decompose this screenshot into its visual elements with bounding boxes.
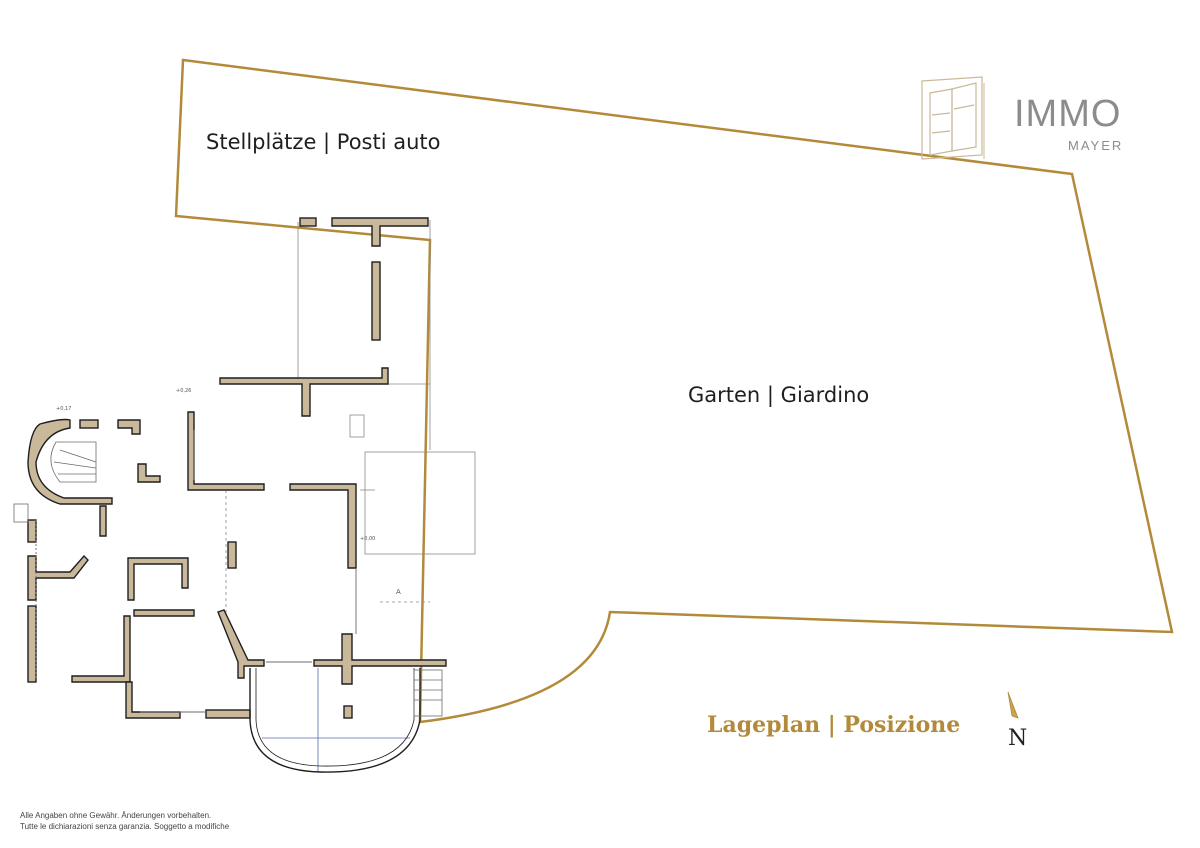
- level-label: +0,26: [176, 388, 191, 394]
- plan-title: Lageplan | Posizione: [707, 712, 961, 738]
- property-boundary: [174, 58, 1174, 724]
- construction-lines: [225, 220, 476, 772]
- disclaimer-line-de: Alle Angaben ohne Gewähr. Änderungen vor…: [20, 811, 212, 820]
- north-letter: N: [1008, 726, 1028, 751]
- disclaimer-line-it: Tutte le dichiarazioni senza garanzia. S…: [20, 822, 230, 831]
- conservatory-outline: [249, 668, 421, 773]
- logo-word: IMMO: [1014, 93, 1122, 135]
- immo-mayer-logo: IMMO MAYER: [918, 75, 1128, 165]
- parking-label: Stellplätze | Posti auto: [206, 130, 441, 154]
- level-label: +0,00: [360, 536, 375, 542]
- outdoor-steps: [413, 669, 443, 717]
- garden-label: Garten | Giardino: [688, 383, 870, 407]
- level-annotations: +0,17 +0,26 +0,00 A: [56, 388, 401, 596]
- level-label: +0,17: [56, 406, 71, 412]
- section-label: A: [396, 588, 401, 596]
- north-arrow-icon: [1007, 691, 1019, 719]
- window-lines: [35, 430, 357, 713]
- door-logo-icon: [921, 76, 985, 160]
- logo-subword: MAYER: [1068, 138, 1124, 153]
- building-walls: [27, 217, 447, 719]
- entry-step: [13, 503, 29, 523]
- disclaimer: Alle Angaben ohne Gewähr. Änderungen vor…: [20, 810, 229, 832]
- spiral-stair: [50, 441, 97, 483]
